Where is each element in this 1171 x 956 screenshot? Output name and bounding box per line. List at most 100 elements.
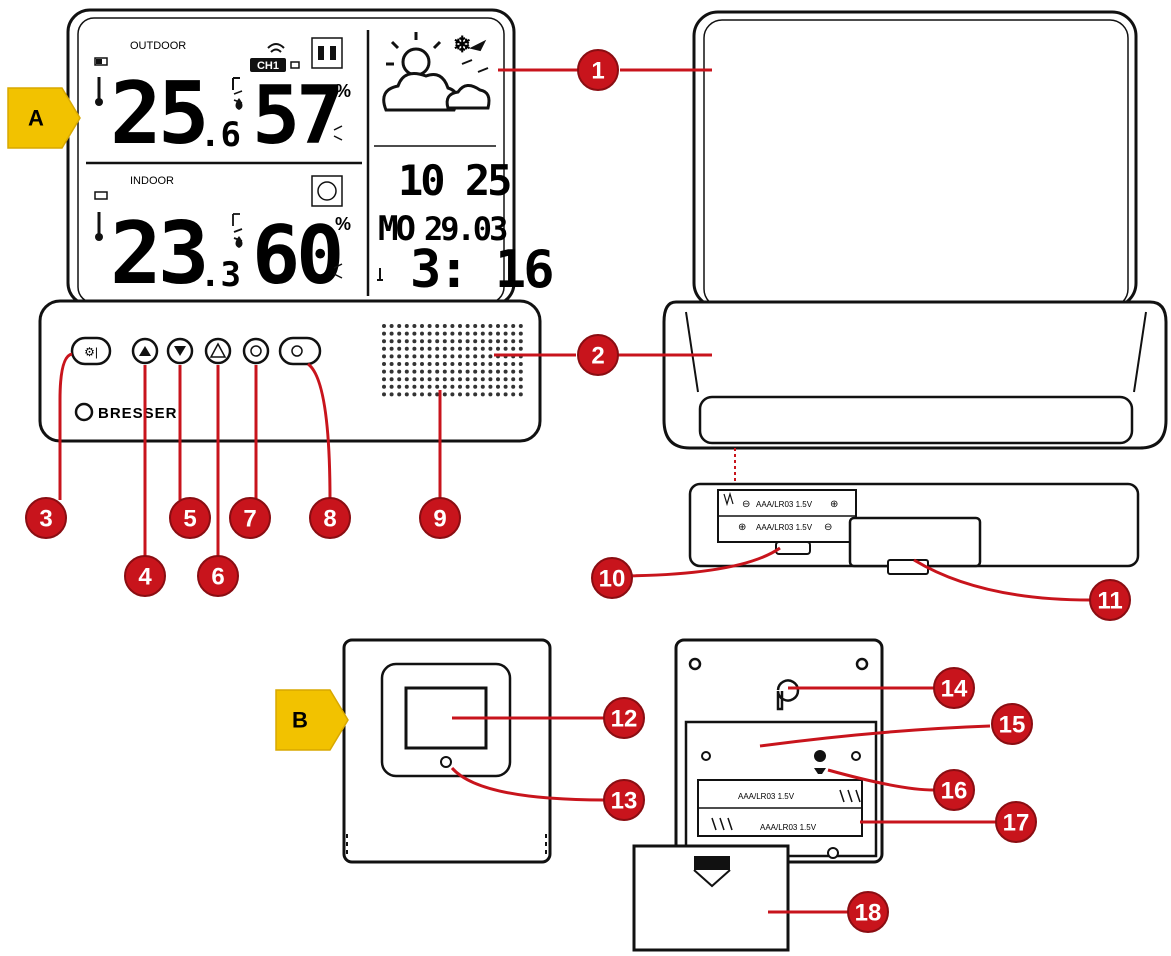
indoor-temp-decimal: .3 bbox=[200, 255, 241, 295]
outdoor-humidity-unit: % bbox=[335, 81, 351, 101]
outdoor-temp-decimal: .6 bbox=[200, 115, 241, 155]
time-large: 3: 16 bbox=[410, 240, 552, 300]
callout-number: 4 bbox=[138, 564, 152, 591]
button-down[interactable] bbox=[166, 337, 194, 365]
button-set[interactable]: ⚙| bbox=[70, 336, 112, 366]
button-light[interactable] bbox=[278, 336, 322, 366]
svg-text:%: % bbox=[335, 214, 351, 234]
callout-number: 8 bbox=[323, 506, 336, 533]
callout-12: 12 bbox=[603, 697, 645, 739]
battery-icon bbox=[94, 57, 108, 66]
battery-cover[interactable] bbox=[848, 516, 982, 568]
battery-label-bottom: AAA/LR03 1.5V bbox=[756, 523, 813, 532]
outdoor-temp-main: 25 bbox=[110, 64, 206, 164]
outdoor-label: OUTDOOR bbox=[130, 40, 186, 52]
button-alarm[interactable] bbox=[242, 337, 270, 365]
button-up[interactable] bbox=[131, 337, 159, 365]
callout-17: 17 bbox=[995, 801, 1037, 843]
battery-label-top: AAA/LR03 1.5V bbox=[756, 500, 813, 509]
button-down-icon bbox=[174, 346, 186, 356]
reset-tab[interactable] bbox=[775, 541, 811, 555]
callout-number: 6 bbox=[211, 564, 224, 591]
sensor-battery-label-top: AAA/LR03 1.5V bbox=[738, 792, 795, 801]
callout-1: 1 bbox=[577, 49, 619, 91]
callout-13: 13 bbox=[603, 779, 645, 821]
button-alarm-icon bbox=[250, 345, 262, 357]
svg-text:B: B bbox=[292, 708, 308, 733]
callout-number: 14 bbox=[941, 676, 968, 703]
callout-number: 11 bbox=[1097, 588, 1122, 615]
indoor-temp-main: 23 bbox=[110, 204, 206, 304]
callout-7: 7 bbox=[229, 497, 271, 539]
callout-number: 17 bbox=[1003, 810, 1030, 837]
channel-box bbox=[250, 58, 286, 72]
callout-number: 1 bbox=[591, 58, 604, 85]
button-alert-icon bbox=[209, 342, 227, 358]
callout-4: 4 bbox=[124, 555, 166, 597]
alarm-icon bbox=[311, 175, 343, 207]
speaker-grille bbox=[382, 324, 523, 397]
snowflake-icon: ❄ bbox=[453, 32, 471, 57]
callout-number: 2 bbox=[591, 343, 604, 370]
button-set-icon: ⚙| bbox=[84, 345, 98, 359]
date: 29.03 bbox=[424, 210, 507, 248]
bird-icon bbox=[461, 39, 489, 73]
callout-number: 13 bbox=[611, 788, 638, 815]
sensor-battery-label-bottom: AAA/LR03 1.5V bbox=[760, 823, 817, 832]
callout-number: 7 bbox=[243, 506, 256, 533]
thermometer-icon bbox=[95, 77, 103, 106]
house-icon bbox=[311, 37, 343, 69]
signal-icon bbox=[267, 43, 285, 53]
base-station-front: OUTDOOR 25 .6 CH1 57 % INDOOR 23 .3 60 % bbox=[38, 8, 555, 443]
callout-15: 15 bbox=[991, 703, 1033, 745]
svg-text:A: A bbox=[28, 106, 44, 131]
callout-5: 5 bbox=[169, 497, 211, 539]
svg-text:⊖: ⊖ bbox=[742, 499, 750, 510]
thermometer-icon bbox=[95, 212, 103, 241]
callout-18: 18 bbox=[847, 891, 889, 933]
svg-text:⊕: ⊕ bbox=[738, 522, 746, 533]
callout-number: 16 bbox=[941, 778, 968, 805]
brand-logo: BRESSER bbox=[74, 402, 178, 422]
button-up-icon bbox=[139, 346, 151, 356]
sensor-front bbox=[342, 638, 552, 864]
indoor-label: INDOOR bbox=[130, 175, 174, 187]
button-light-icon bbox=[291, 345, 303, 357]
section-marker-b: B bbox=[275, 689, 349, 751]
callout-lines bbox=[58, 68, 1091, 914]
sun-cloud-icon bbox=[382, 32, 491, 112]
callout-3: 3 bbox=[25, 497, 67, 539]
svg-text:BRESSER: BRESSER bbox=[98, 405, 178, 422]
callout-9: 9 bbox=[419, 497, 461, 539]
callout-14: 14 bbox=[933, 667, 975, 709]
callout-number: 9 bbox=[433, 506, 446, 533]
button-alert[interactable] bbox=[204, 337, 232, 365]
callout-10: 10 bbox=[591, 557, 633, 599]
svg-text:⊕: ⊕ bbox=[830, 499, 838, 510]
section-marker-a: A bbox=[7, 87, 81, 149]
day-of-week: MO bbox=[378, 209, 414, 249]
sensor-led bbox=[440, 756, 452, 768]
sensor-back: AAA/LR03 1.5V AAA/LR03 1.5V bbox=[632, 638, 884, 952]
base-station-back: AAA/LR03 1.5V AAA/LR03 1.5V ⊖ ⊕ ⊕ ⊖ bbox=[662, 10, 1168, 575]
callout-2: 2 bbox=[577, 334, 619, 376]
callout-8: 8 bbox=[309, 497, 351, 539]
time-small: 10 25 bbox=[398, 156, 510, 205]
callout-11: 11 bbox=[1089, 579, 1131, 621]
callout-16: 16 bbox=[933, 769, 975, 811]
callout-number: 3 bbox=[39, 506, 52, 533]
callout-number: 5 bbox=[183, 506, 196, 533]
outdoor-humidity: 57 bbox=[252, 69, 340, 162]
channel-label: CH1 bbox=[257, 60, 279, 72]
callout-number: 10 bbox=[599, 566, 626, 593]
callout-number: 18 bbox=[855, 900, 882, 927]
indoor-humidity: 60 bbox=[252, 209, 340, 302]
channel-switch[interactable] bbox=[814, 750, 826, 774]
callout-number: 12 bbox=[611, 706, 638, 733]
callout-number: 15 bbox=[999, 712, 1026, 739]
callout-6: 6 bbox=[197, 555, 239, 597]
svg-text:⊖: ⊖ bbox=[824, 522, 832, 533]
sensor-window bbox=[404, 686, 488, 750]
